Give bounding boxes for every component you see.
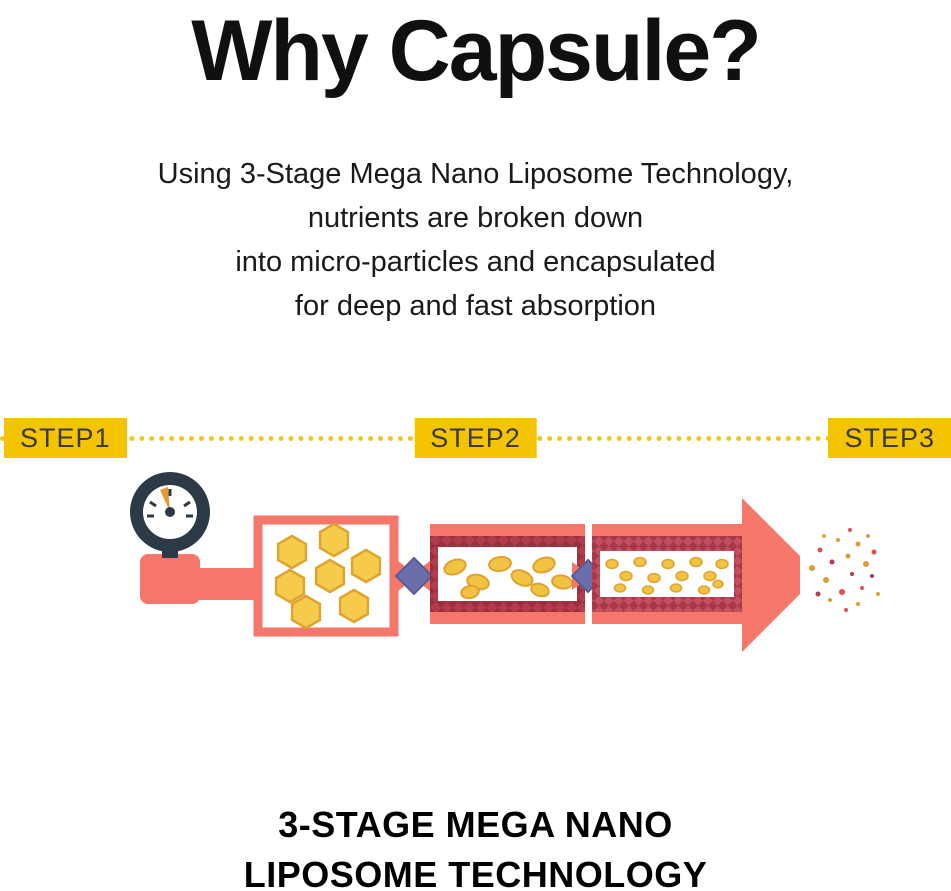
spray-dots — [809, 528, 880, 612]
description-line-3: into micro-particles and encapsulated — [235, 246, 716, 278]
spray-nozzle — [742, 498, 800, 652]
arrow-diamond-1 — [394, 556, 434, 596]
footer-title: 3-STAGE MEGA NANO LIPOSOME TECHNOLOGY — [0, 800, 951, 891]
steps-row: STEP1 STEP2 STEP3 — [0, 418, 951, 458]
step1-label: STEP1 — [20, 422, 111, 453]
machine-illustration — [0, 472, 951, 692]
inlet-pipe — [140, 554, 260, 604]
footer-title-line-1: 3-STAGE MEGA NANO — [278, 804, 673, 845]
micro-particles — [605, 556, 729, 595]
description-line-4: for deep and fast absorption — [294, 290, 657, 322]
nano-particles — [443, 555, 573, 600]
step2-label: STEP2 — [430, 422, 521, 453]
step2-badge: STEP2 — [414, 418, 537, 458]
step3-badge: STEP3 — [828, 418, 951, 458]
step3-label: STEP3 — [844, 422, 935, 453]
pressure-gauge-icon — [130, 472, 210, 558]
description-line-1: Using 3-Stage Mega Nano Liposome Technol… — [157, 158, 794, 190]
stage2-chamber — [430, 524, 585, 624]
page-title: Why Capsule? — [191, 3, 762, 99]
step1-badge: STEP1 — [4, 418, 127, 458]
description-paragraph: Using 3-Stage Mega Nano Liposome Technol… — [0, 152, 951, 328]
machine-svg — [130, 472, 880, 652]
stage1-mixing-box — [253, 515, 399, 637]
description-line-2: nutrients are broken down — [307, 202, 644, 234]
footer-title-line-2: LIPOSOME TECHNOLOGY — [243, 854, 708, 891]
stage3-chamber — [592, 524, 742, 624]
